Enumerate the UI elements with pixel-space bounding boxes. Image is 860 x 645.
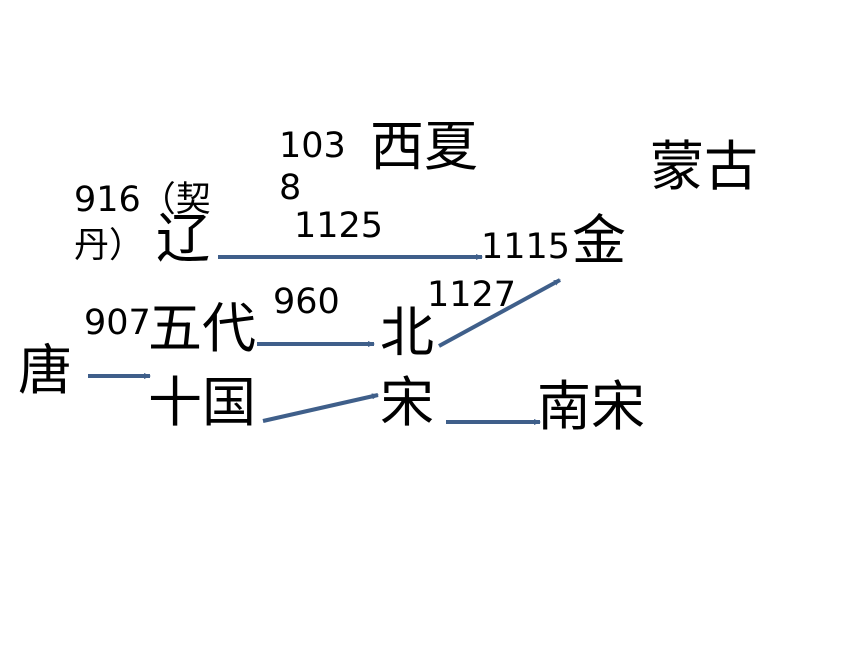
arrow-shiguo-to-beisong bbox=[262, 393, 379, 423]
arrow-beisong-to-jin bbox=[438, 278, 561, 348]
label-liao-note-line2: 丹） bbox=[74, 226, 145, 266]
label-beisong-end-year: 1127 bbox=[427, 275, 517, 315]
node-wudai: 五代 bbox=[148, 297, 256, 360]
node-shiguo: 十国 bbox=[148, 371, 256, 434]
node-liao: 辽 bbox=[156, 207, 210, 270]
node-menggu: 蒙古 bbox=[650, 135, 758, 198]
node-tang: 唐 bbox=[18, 339, 72, 402]
node-nansong: 南宋 bbox=[537, 375, 645, 438]
node-song: 宋 bbox=[380, 371, 434, 434]
label-jin-start-year: 1115 bbox=[481, 227, 571, 267]
label-liao-end-year: 1125 bbox=[294, 206, 384, 246]
node-jin: 金 bbox=[572, 209, 626, 272]
label-beisong-start-year: 960 bbox=[273, 282, 340, 322]
label-wudai-year: 907 bbox=[84, 303, 151, 343]
label-xixia-year-line1: 103 bbox=[279, 126, 346, 166]
node-bei: 北 bbox=[380, 301, 434, 364]
label-liao-note-line1: 916（契 bbox=[74, 180, 211, 220]
node-xixia: 西夏 bbox=[370, 115, 478, 178]
label-xixia-year-line2: 8 bbox=[279, 168, 302, 208]
